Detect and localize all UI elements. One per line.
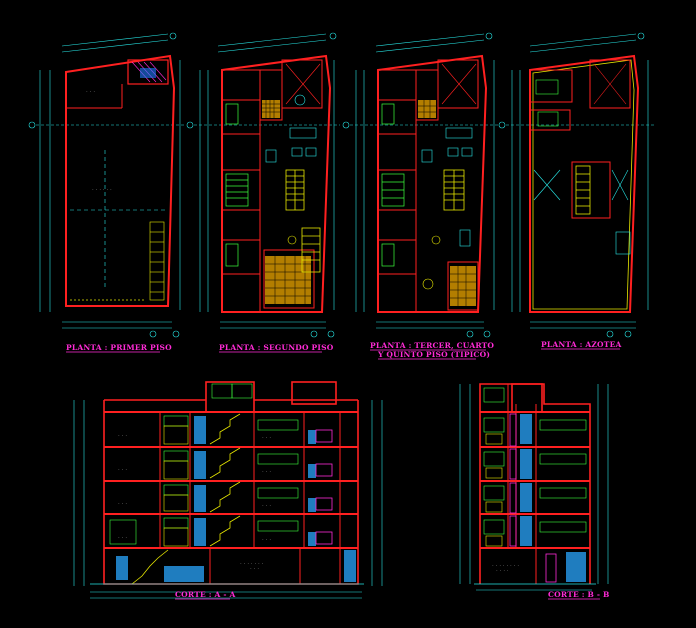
svg-text:· · · · · · ·: · · · · · · ·	[240, 561, 264, 565]
title-segundo-piso: PLANTA : SEGUNDO PISO	[219, 343, 334, 352]
svg-text:· · ·: · · ·	[118, 467, 127, 471]
svg-text:· · ·: · · ·	[250, 566, 259, 570]
svg-text:· · · · · · · ·: · · · · · · · ·	[492, 563, 519, 567]
plan-titles: PLANTA : PRIMER PISO PLANTA : SEGUNDO PI…	[66, 340, 622, 360]
svg-text:· · · ·: · · · ·	[496, 568, 509, 572]
svg-text:· · ·: · · ·	[118, 501, 127, 505]
svg-text:· · ·: · · ·	[262, 469, 271, 473]
plan-segundo-piso	[186, 32, 340, 338]
plan-azotea	[498, 32, 654, 338]
title-tipico-line1: PLANTA : TERCER, CUARTO	[370, 341, 494, 350]
section-aa: · · · · · · · · · · · · · · · · · · · · …	[73, 381, 383, 600]
plan-primer-piso: · · · · · · · · ·	[28, 32, 186, 338]
title-corte-bb: CORTE : B - B	[548, 590, 610, 599]
svg-text:· · ·: · · ·	[262, 435, 271, 439]
svg-text:· · ·: · · ·	[86, 89, 95, 93]
title-corte-aa: CORTE : A - A	[175, 590, 235, 599]
title-azotea: PLANTA : AZOTEA	[541, 340, 622, 349]
plan-tipico	[342, 32, 500, 338]
section-bb: · · · · · · · · · · · · CORTE : B - B	[459, 383, 610, 600]
title-tipico-line2: Y QUINTO PISO (TIPICO)	[377, 350, 490, 359]
title-primer-piso: PLANTA : PRIMER PISO	[66, 343, 172, 352]
svg-text:· · · · · ·: · · · · · ·	[92, 187, 112, 191]
svg-text:· · ·: · · ·	[118, 535, 127, 539]
svg-text:· · ·: · · ·	[262, 537, 271, 541]
svg-text:· · ·: · · ·	[262, 503, 271, 507]
svg-text:· · ·: · · ·	[118, 433, 127, 437]
